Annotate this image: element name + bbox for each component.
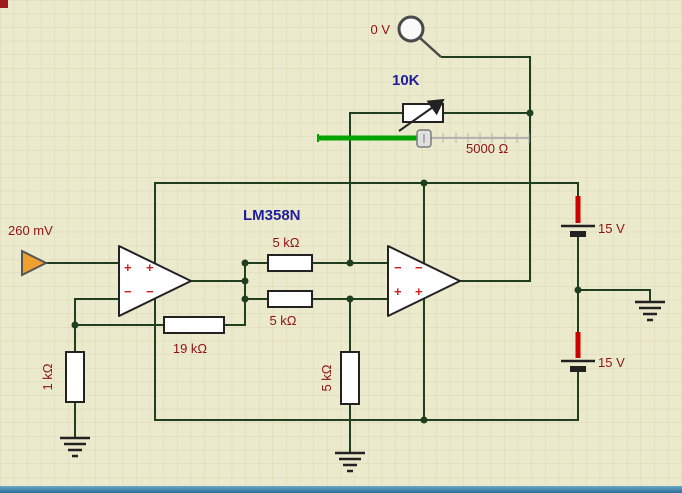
circuit-wires — [46, 56, 651, 453]
resistor-body — [65, 351, 85, 403]
opamp-1[interactable]: + + − − — [118, 245, 192, 317]
source-value-label: 260 mV — [8, 223, 53, 238]
opamp-1-input-minus-mark: − — [124, 284, 132, 299]
junction-dot — [574, 286, 582, 294]
junction-dot — [71, 321, 79, 329]
junction-dot — [526, 109, 534, 117]
ground-center[interactable] — [335, 451, 365, 473]
junction-dot — [241, 259, 249, 267]
wire — [349, 112, 403, 263]
opamp-1-body — [118, 245, 192, 317]
ground-right[interactable] — [635, 300, 665, 322]
opamp-2-input-minus-mark: − — [394, 260, 402, 275]
resistor-1k-input[interactable] — [65, 351, 85, 403]
potentiometer[interactable] — [398, 98, 445, 132]
signal-source-icon — [21, 249, 49, 277]
resistor-body — [267, 290, 313, 308]
resistor-body — [267, 254, 313, 272]
potentiometer-value-label: 5000 Ω — [466, 141, 509, 156]
probe-pin — [418, 36, 442, 58]
resistor-5k-bottom-label: 5 kΩ — [269, 313, 296, 328]
wire — [154, 182, 579, 264]
junction-dots — [71, 109, 582, 424]
opamp-2-supply-plus-mark: + — [415, 284, 423, 299]
resistor-19k-feedback[interactable] — [163, 316, 225, 334]
potentiometer-slider[interactable] — [317, 129, 530, 148]
resistor-1k-label: 1 kΩ — [40, 363, 55, 390]
opamp-1-supply-plus-mark: + — [146, 260, 154, 275]
battery-bottom[interactable] — [561, 332, 595, 372]
ic-label: LM358N — [243, 207, 301, 224]
resistor-5k-bottom[interactable] — [267, 290, 313, 308]
probe-reading-label: 0 V — [370, 22, 390, 37]
junction-dot — [346, 295, 354, 303]
resistor-5k-top[interactable] — [267, 254, 313, 272]
ground-left[interactable] — [60, 436, 90, 458]
resistor-19k-label: 19 kΩ — [173, 341, 208, 356]
opamp-2-input-plus-mark: + — [394, 284, 402, 299]
signal-source[interactable] — [21, 249, 49, 277]
origin-marker — [0, 0, 8, 8]
potentiometer-label: 10K — [392, 72, 420, 89]
junction-dot — [241, 295, 249, 303]
battery-top-label: 15 V — [598, 221, 625, 236]
wire — [441, 56, 531, 282]
resistor-body — [163, 316, 225, 334]
opamp-2-supply-minus-mark: − — [415, 260, 423, 275]
wire — [74, 298, 119, 352]
battery-top[interactable] — [561, 196, 595, 237]
opamp-1-supply-minus-mark: − — [146, 284, 154, 299]
wire — [154, 298, 579, 421]
opamp-2[interactable]: − − + + — [387, 245, 461, 317]
probe-tip-icon — [397, 15, 425, 43]
resistor-5k-ground-label: 5 kΩ — [319, 364, 334, 391]
resistor-body — [340, 351, 360, 405]
status-bar — [0, 486, 682, 493]
junction-dot — [346, 259, 354, 267]
junction-dot — [420, 416, 428, 424]
resistor-5k-ground[interactable] — [340, 351, 360, 405]
wire — [578, 289, 651, 302]
voltage-probe[interactable] — [397, 15, 442, 58]
resistor-5k-top-label: 5 kΩ — [272, 235, 299, 250]
opamp-1-input-plus-mark: + — [124, 260, 132, 275]
potentiometer-arrow-icon — [398, 98, 445, 132]
opamp-2-body — [387, 245, 461, 317]
battery-bottom-label: 15 V — [598, 355, 625, 370]
junction-dot — [241, 277, 249, 285]
junction-dot — [420, 179, 428, 187]
